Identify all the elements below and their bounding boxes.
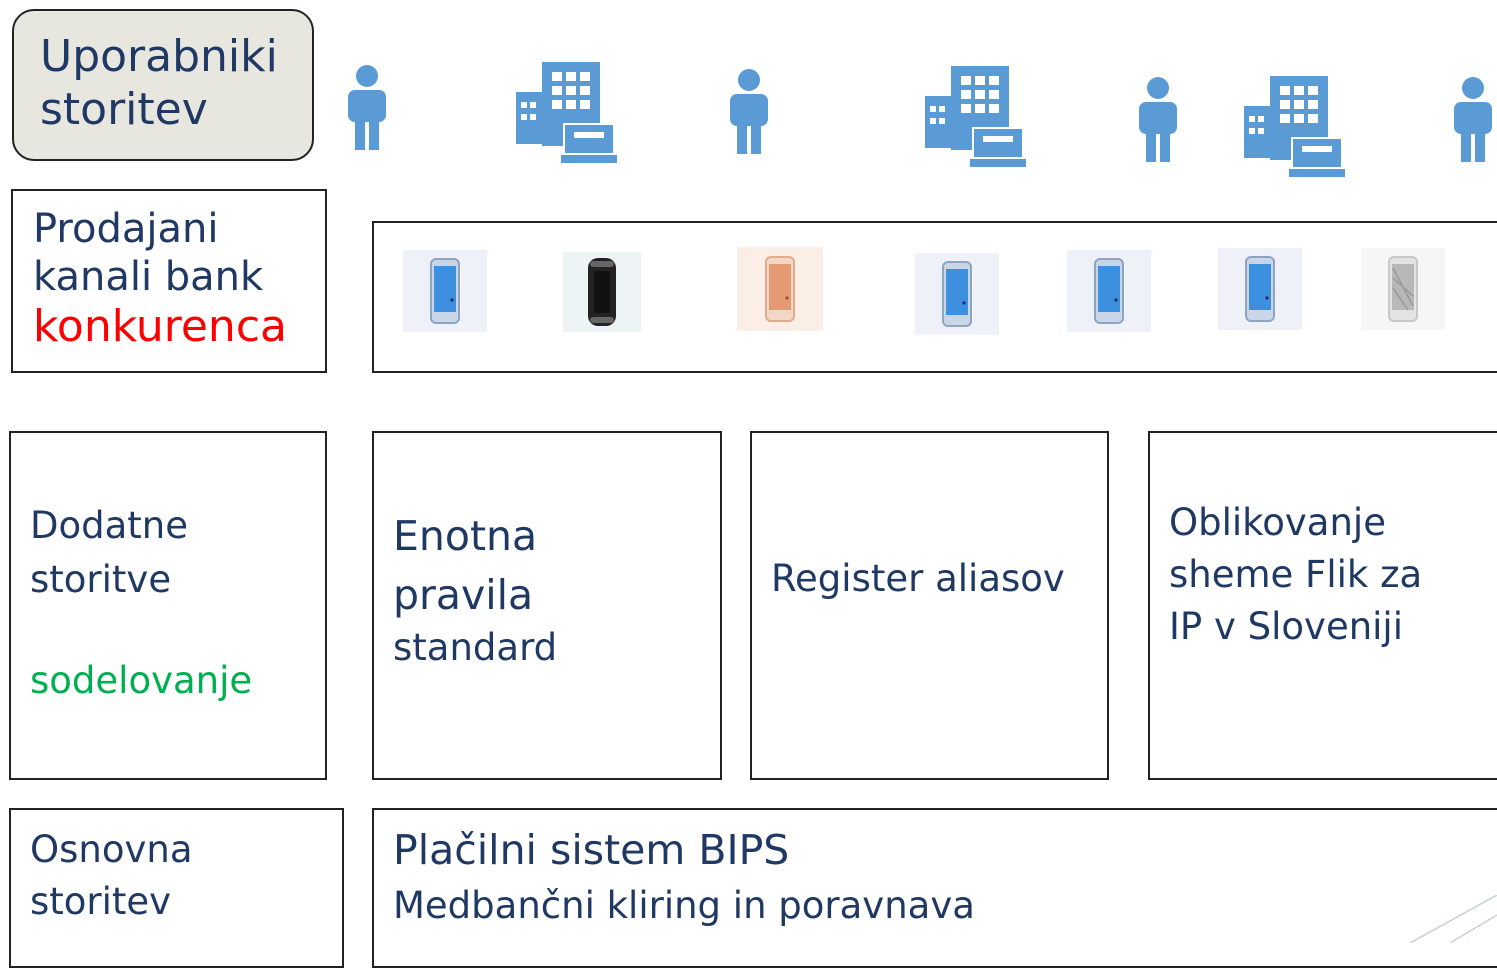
smartphone-icon — [1361, 248, 1445, 330]
bips-subtitle: Medbančni kliring in poravnava — [393, 884, 975, 927]
person-icon — [730, 69, 768, 154]
flik-line3: IP v Sloveniji — [1169, 604, 1403, 648]
building-icon — [1244, 76, 1346, 179]
rules-line3: standard — [393, 625, 558, 669]
rules-line2: pravila — [393, 571, 534, 620]
smartphone-icon — [403, 250, 487, 332]
users-label-line1: Uporabniki — [40, 31, 278, 82]
alias-register-box: Register aliasov — [750, 431, 1109, 780]
person-icon — [1139, 77, 1177, 162]
users-label-line2: storitev — [40, 83, 208, 135]
corner-decoration — [1410, 895, 1497, 943]
basic-label-line2: storitev — [30, 879, 172, 923]
channels-label-line1: Prodajani — [33, 206, 219, 252]
alias-register-label: Register aliasov — [771, 557, 1065, 600]
basic-label-line1: Osnovna — [30, 828, 193, 871]
channels-label-line2: kanali bank — [33, 254, 264, 300]
smartphone-icon — [563, 252, 641, 332]
additional-label-highlight: sodelovanje — [30, 659, 253, 702]
smartphone-icon — [915, 253, 999, 335]
bips-box: Plačilni sistem BIPS Medbančni kliring i… — [372, 808, 1497, 968]
flik-line1: Oblikovanje — [1169, 501, 1386, 544]
building-icon — [516, 62, 618, 165]
bips-title: Plačilni sistem BIPS — [393, 826, 790, 874]
basic-label-box: Osnovna storitev — [9, 808, 344, 968]
additional-label-line1: Dodatne — [30, 504, 189, 547]
person-icon — [348, 65, 386, 150]
flik-line2: sheme Flik za — [1169, 552, 1423, 596]
channels-phones-box — [372, 221, 1497, 373]
smartphone-icon — [1218, 248, 1302, 330]
additional-label-box: Dodatne storitve sodelovanje — [9, 431, 327, 780]
users-label-box: Uporabniki storitev — [12, 9, 314, 161]
channels-label-highlight: konkurenca — [33, 301, 287, 352]
additional-label-line2: storitve — [30, 557, 172, 601]
rules-box: Enotna pravila standard — [372, 431, 722, 780]
rules-line1: Enotna — [393, 512, 538, 560]
flik-scheme-box: Oblikovanje sheme Flik za IP v Sloveniji — [1148, 431, 1497, 780]
channels-label-box: Prodajani kanali bank konkurenca — [11, 189, 327, 373]
person-icon — [1454, 77, 1492, 162]
smartphone-icon — [737, 247, 823, 331]
smartphone-icon — [1067, 250, 1151, 332]
building-icon — [925, 66, 1027, 169]
